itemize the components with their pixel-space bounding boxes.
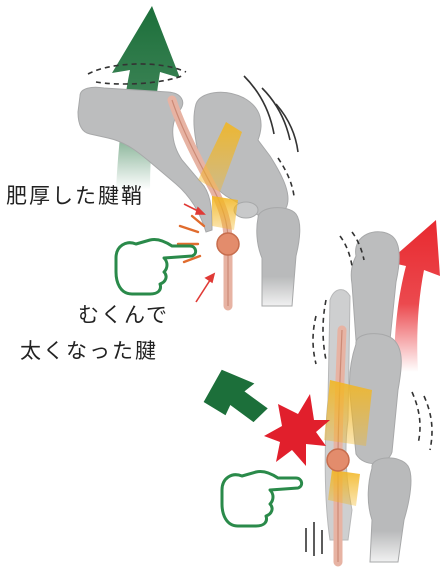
callout-line-tendon: [195, 272, 216, 303]
phalanx-bone-base: [367, 457, 412, 563]
joint-upper: [233, 201, 259, 219]
lower-finger: [203, 220, 440, 567]
down-arrow-icon: [203, 369, 268, 423]
pointing-hand-icon: [220, 470, 304, 528]
label-swollen-tendon-line1: むくんで: [78, 303, 169, 327]
label-thickened-sheath: 肥厚した腱鞘: [6, 184, 144, 208]
sheath-upper-1: [198, 122, 242, 192]
tendon-nodule-upper: [216, 232, 240, 256]
phalanx-bone-tip: [350, 231, 400, 351]
sheath-lower-1: [324, 380, 372, 446]
pointing-hand-icon: [114, 238, 198, 296]
pain-burst-icon: [264, 394, 330, 466]
pain-tick-icon: [176, 214, 206, 264]
phalanx-bone-lower: [256, 207, 301, 307]
palm-bone: [77, 86, 213, 233]
callout-line-sheath: [183, 203, 206, 215]
motion-line-icon: [305, 231, 433, 556]
sheath-upper-2: [212, 196, 238, 230]
upper-finger: [77, 6, 301, 311]
motion-line-icon: [243, 75, 299, 197]
label-swollen-tendon-line2: 太くなった腱: [20, 339, 158, 363]
tendon-nodule-lower: [326, 448, 350, 472]
up-arrow-red-icon: [388, 220, 440, 372]
sheath-lower-2: [328, 470, 360, 506]
